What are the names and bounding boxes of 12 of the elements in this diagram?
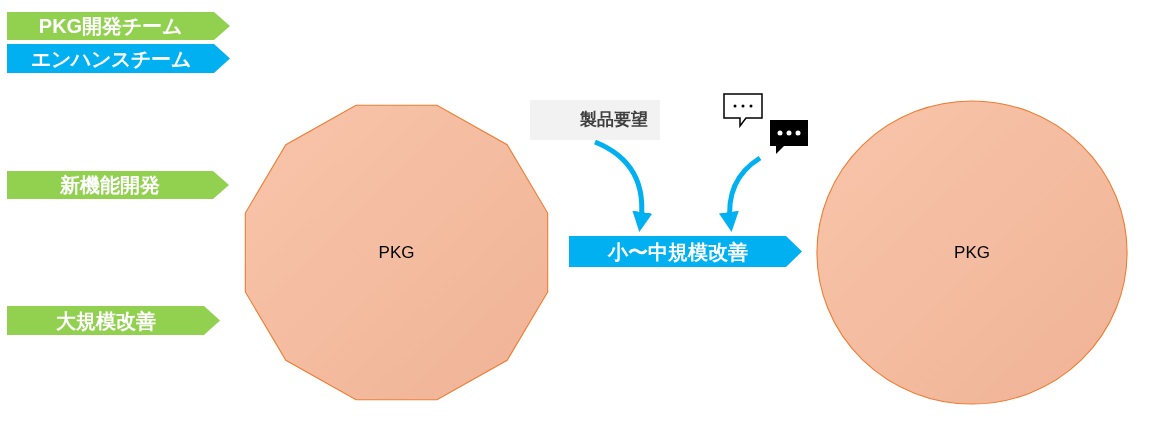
- speech-bubbles-icon: [722, 92, 810, 156]
- request-card: [530, 100, 660, 140]
- shape-label: PKG: [954, 241, 990, 264]
- arrow-banner: 大規模改善: [7, 306, 220, 335]
- shape-label: PKG: [378, 241, 415, 264]
- arrow-banner: 小〜中規模改善: [569, 236, 802, 267]
- arrow-banner: 新機能開発: [7, 171, 229, 199]
- request-label: 製品要望: [580, 109, 648, 132]
- curved-arrow: [593, 139, 652, 232]
- arrow-banner: PKG開発チーム: [7, 12, 230, 40]
- curved-arrow: [719, 155, 762, 232]
- arrow-banner: エンハンスチーム: [7, 44, 230, 73]
